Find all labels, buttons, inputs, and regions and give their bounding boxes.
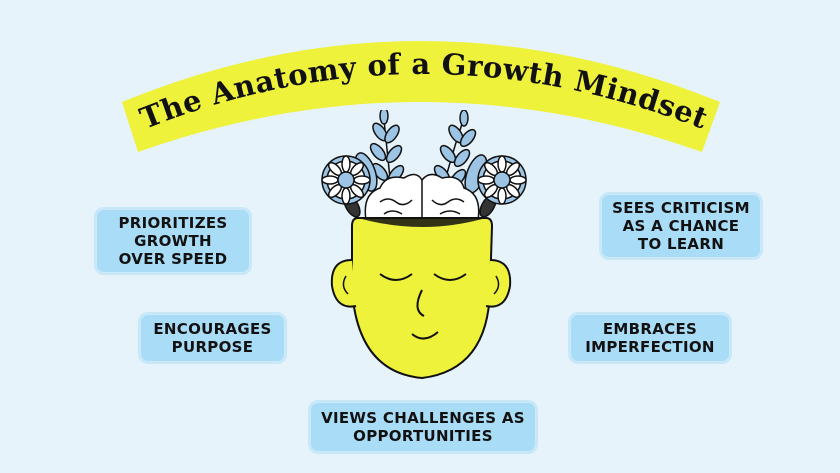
trait-encourages-purpose: ENCOURAGES PURPOSE xyxy=(138,312,287,364)
head-icon xyxy=(321,110,527,380)
trait-label: PRIORITIZES GROWTH OVER SPEED xyxy=(118,214,228,268)
trait-label: EMBRACES IMPERFECTION xyxy=(585,320,715,356)
trait-label: VIEWS CHALLENGES AS OPPORTUNITIES xyxy=(321,409,525,445)
trait-prioritizes-growth: PRIORITIZES GROWTH OVER SPEED xyxy=(94,207,252,275)
trait-views-challenges: VIEWS CHALLENGES AS OPPORTUNITIES xyxy=(308,400,538,454)
brain-icon xyxy=(364,173,480,221)
trait-label: ENCOURAGES PURPOSE xyxy=(153,320,272,356)
trait-embraces-imperfection: EMBRACES IMPERFECTION xyxy=(568,312,732,364)
face xyxy=(330,217,512,380)
trait-sees-criticism: SEES CRITICISM AS A CHANCE TO LEARN xyxy=(599,192,763,260)
trait-label: SEES CRITICISM AS A CHANCE TO LEARN xyxy=(612,199,750,253)
title-banner: The Anatomy of a Growth Mindset xyxy=(122,41,720,152)
flower-icon xyxy=(321,155,527,205)
banner-shape xyxy=(122,41,720,152)
